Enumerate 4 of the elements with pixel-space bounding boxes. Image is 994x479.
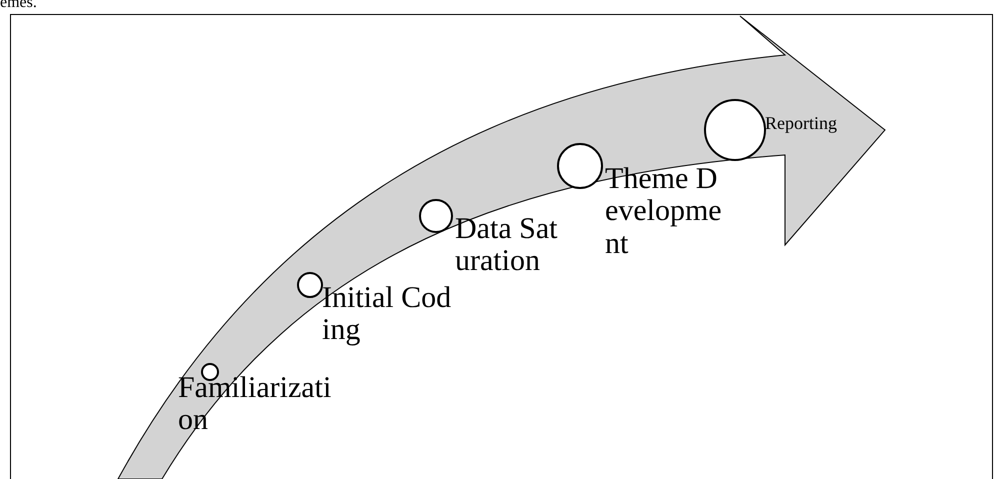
step-label: Initial Coding	[322, 282, 452, 347]
step-label: Theme Development	[605, 163, 723, 260]
step-label: Reporting	[765, 114, 838, 134]
step-label: Data Saturation	[455, 213, 558, 278]
